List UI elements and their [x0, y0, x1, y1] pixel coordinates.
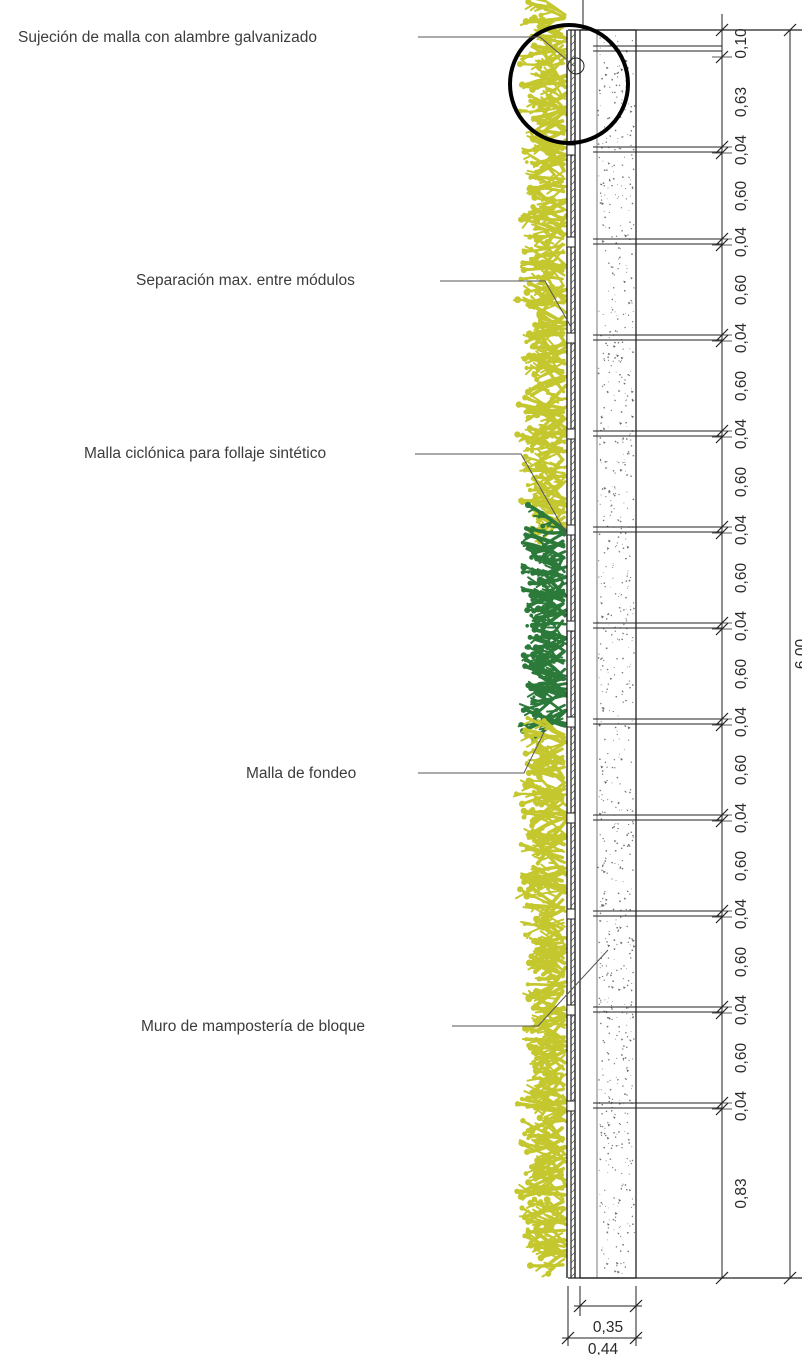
dimension-value: 0,04 [733, 899, 750, 930]
dimension-value: 0,04 [733, 995, 750, 1026]
module-joints [566, 144, 576, 1112]
dimension-value: 0,60 [733, 947, 750, 978]
outer-width-label: 0,44 [588, 1341, 619, 1355]
dimension-value: 0,04 [733, 803, 750, 834]
mesh-hatch [570, 33, 576, 1278]
dimension-value: 0,10 [733, 28, 750, 59]
module-joint [566, 236, 576, 248]
width-dimensions: 0,35 0,44 [561, 1286, 643, 1355]
dimension-value: 0,83 [733, 1178, 750, 1208]
dimension-value: 0,60 [733, 275, 750, 306]
masonry-wall [579, 29, 637, 1279]
dimension-value: 0,04 [733, 707, 750, 738]
module-joint [566, 908, 576, 920]
label-background-mesh: Malla de fondeo [246, 765, 356, 782]
synthetic-foliage [512, 0, 568, 1278]
dimension-value: 0,04 [733, 323, 750, 354]
dimension-value: 0,04 [733, 1091, 750, 1122]
annotation-labels: Sujeción de malla con alambre galvanizad… [18, 29, 609, 1035]
total-height-label: 6,00 [793, 639, 802, 670]
total-height-dimension: 6,00 [783, 23, 802, 1285]
dimension-labels: 0,10 0,63 0,04 0,60 0,04 0,60 0,04 0,60 0,04 0,60… [733, 28, 750, 1209]
module-joint [566, 716, 576, 728]
module-joint [566, 144, 576, 156]
module-joint [566, 620, 576, 632]
label-wire-fastening: Sujeción de malla con alambre galvanizad… [18, 29, 317, 46]
dimension-value: 0,60 [733, 181, 750, 212]
dimension-value: 0,04 [733, 515, 750, 546]
anchor-rods [593, 45, 722, 1109]
module-joint [566, 332, 576, 344]
label-module-gap: Separación max. entre módulos [136, 272, 355, 289]
module-joint [566, 1004, 576, 1016]
module-joint [566, 524, 576, 536]
module-joint [566, 812, 576, 824]
inner-width-label: 0,35 [593, 1319, 623, 1336]
label-masonry-wall: Muro de mampostería de bloque [141, 1018, 365, 1035]
dimension-value: 0,60 [733, 563, 750, 594]
dimension-value: 0,60 [733, 371, 750, 402]
module-joint [566, 428, 576, 440]
label-cyclone-mesh: Malla ciclónica para follaje sintético [84, 445, 326, 462]
dimension-value: 0,04 [733, 227, 750, 258]
dimension-value: 0,60 [733, 851, 750, 882]
dimension-value: 0,04 [733, 611, 750, 642]
dimension-value: 0,60 [733, 659, 750, 690]
dimension-value: 0,60 [733, 1043, 750, 1074]
detail-callout [508, 23, 630, 145]
anchoring-mesh [566, 0, 584, 1278]
dimension-value: 0,60 [733, 467, 750, 498]
dimension-value: 0,63 [733, 87, 750, 117]
module-joint [566, 1100, 576, 1112]
dimension-value: 0,04 [733, 135, 750, 166]
vertical-dimension-chain [712, 14, 732, 1285]
dimension-value: 0,04 [733, 419, 750, 450]
dimension-value: 0,60 [733, 755, 750, 786]
